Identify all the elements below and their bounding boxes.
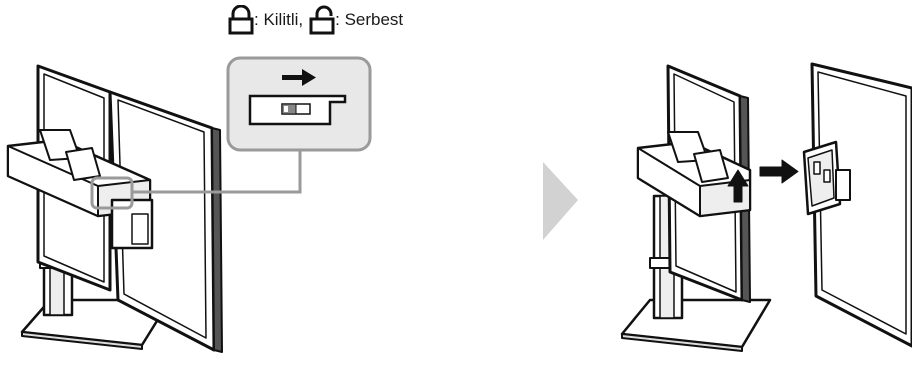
lock-legend: : Kilitli, : Serbest [228,0,488,40]
callout-box [226,56,372,152]
step1-monitor-assembly [6,64,223,353]
arrow-up-icon [727,169,749,203]
unlocked-label: : Serbest [335,10,404,29]
padlock-closed-icon [228,5,254,35]
step2-monitor-assembly [620,62,912,352]
arrow-right-icon [282,69,316,86]
chevron-right-icon [543,162,578,240]
callout-connector [132,150,302,194]
stand-base [620,298,772,352]
locked-label: : Kilitli, [254,10,304,29]
detached-monitor [802,62,912,348]
monitor-right [108,90,223,353]
mounting-arm [636,131,752,218]
monitor-bracket [110,198,154,250]
padlock-open-icon [309,5,335,35]
arrow-right-icon [759,159,799,184]
lock-switch-icon [281,103,311,115]
